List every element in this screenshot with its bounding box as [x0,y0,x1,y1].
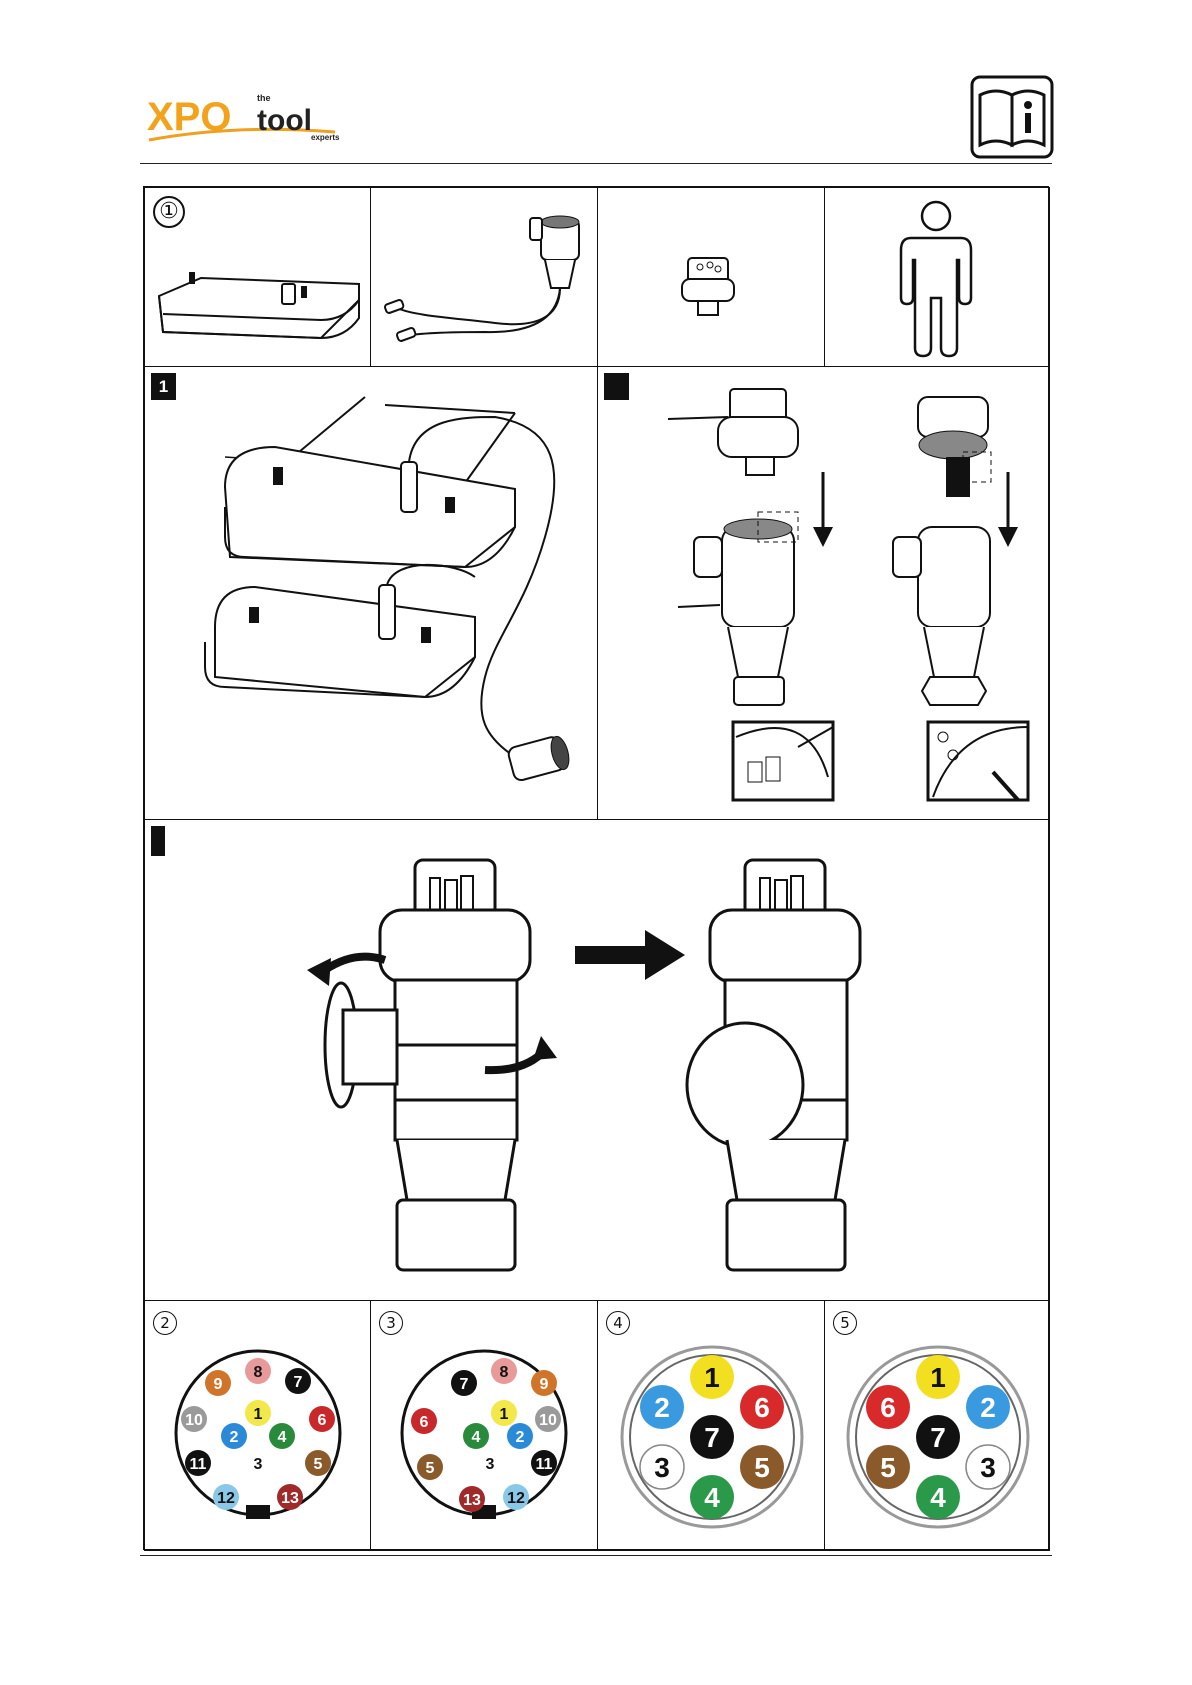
svg-text:tool: tool [257,104,312,137]
pin-label-4: 4 [704,1482,720,1513]
svg-text:the: the [257,93,271,103]
pin-label-13: 13 [281,1490,299,1507]
step2-cell [597,366,1050,820]
pin-label-12: 12 [507,1490,525,1507]
pin-label-8: 8 [500,1364,509,1381]
pin-diagram-cell-4: 4 1 2 6 7 3 5 4 [597,1300,825,1551]
header-rule [140,163,1052,164]
socket-key-notch [246,1505,270,1519]
plug-7pin-diagram: 1 6 2 7 5 3 4 [843,1337,1033,1537]
illustration-grid: ① [143,186,1049,1550]
step-number-parts: ① [153,196,185,228]
svg-text:experts: experts [311,133,340,142]
footer-rule [140,1555,1052,1556]
pin-label-5: 5 [754,1452,770,1483]
parts-cell-person [824,187,1050,367]
pin-label-7: 7 [704,1422,720,1453]
pin-label-9: 9 [540,1376,549,1393]
diagram-number-2: 2 [153,1311,177,1335]
diagram-number-4: 4 [606,1311,630,1335]
socket-13pin-diagram: 8 7 9 10 1 6 2 4 11 3 5 12 13 [168,1341,348,1531]
pin-label-2: 2 [230,1429,239,1446]
socket-insert-icon [678,253,738,323]
pin-label-7: 7 [460,1376,469,1393]
pin-label-7: 7 [930,1422,946,1453]
pin-label-4: 4 [930,1482,946,1513]
pin-label-8: 8 [254,1364,263,1381]
pin-diagram-cell-2: 2 8 7 9 10 1 6 2 4 11 3 5 12 13 [144,1300,371,1551]
plug-13pin-diagram: 7 8 9 6 1 10 4 2 5 3 11 13 12 [394,1341,574,1531]
pin-diagram-cell-3: 3 7 8 9 6 1 10 4 2 5 3 11 13 12 [370,1300,598,1551]
pin-label-6: 6 [318,1412,327,1429]
cable-harness-icon [375,208,593,358]
socket-7pin-diagram: 1 2 6 7 3 5 4 [617,1337,807,1537]
step1-plates-illustration [165,377,585,807]
parts-cell-socket-insert [597,187,825,367]
pin-label-6: 6 [880,1392,896,1423]
pin-label-5: 5 [314,1456,323,1473]
pin-label-9: 9 [214,1376,223,1393]
pin-diagram-cell-5: 5 1 6 2 7 5 3 4 [824,1300,1050,1551]
pin-label-3: 3 [254,1456,263,1473]
pin-label-11: 11 [536,1456,553,1473]
pin-label-3: 3 [980,1452,996,1483]
step1-cell: 1 [144,366,598,820]
parts-cell-plate: ① [144,187,371,367]
pin-label-2: 2 [980,1392,996,1423]
pin-label-4: 4 [472,1429,481,1446]
pin-label-3: 3 [654,1452,670,1483]
pin-label-7: 7 [294,1374,303,1391]
pin-label-10: 10 [539,1412,557,1429]
pin-label-10: 10 [185,1412,203,1429]
diagram-number-5: 5 [833,1311,857,1335]
mount-plate-icon [149,248,367,358]
pin-label-1: 1 [500,1406,509,1423]
diagram-number-3: 3 [379,1311,403,1335]
svg-text:XPO: XPO [147,95,231,139]
pin-label-1: 1 [930,1362,946,1393]
step3-cell [144,819,1050,1301]
pin-label-1: 1 [254,1406,263,1423]
parts-cell-harness [370,187,598,367]
step-number-3 [151,826,165,856]
pin-label-4: 4 [278,1429,287,1446]
pin-label-5: 5 [880,1452,896,1483]
pin-label-2: 2 [516,1429,525,1446]
pin-label-6: 6 [420,1414,429,1431]
pin-label-6: 6 [754,1392,770,1423]
read-manual-info-icon [970,75,1054,159]
pin-label-5: 5 [426,1460,435,1477]
step2-insert-illustration [658,377,1038,807]
pin-label-2: 2 [654,1392,670,1423]
person-icon [891,198,981,358]
pin-label-11: 11 [190,1456,207,1473]
step3-cap-illustration [285,850,925,1290]
pin-label-3: 3 [486,1456,495,1473]
xpo-tool-logo: XPO tool the experts [145,88,345,148]
pin-label-1: 1 [704,1362,720,1393]
step-number-2 [604,373,629,400]
pin-label-12: 12 [217,1490,235,1507]
pin-label-13: 13 [463,1492,481,1509]
